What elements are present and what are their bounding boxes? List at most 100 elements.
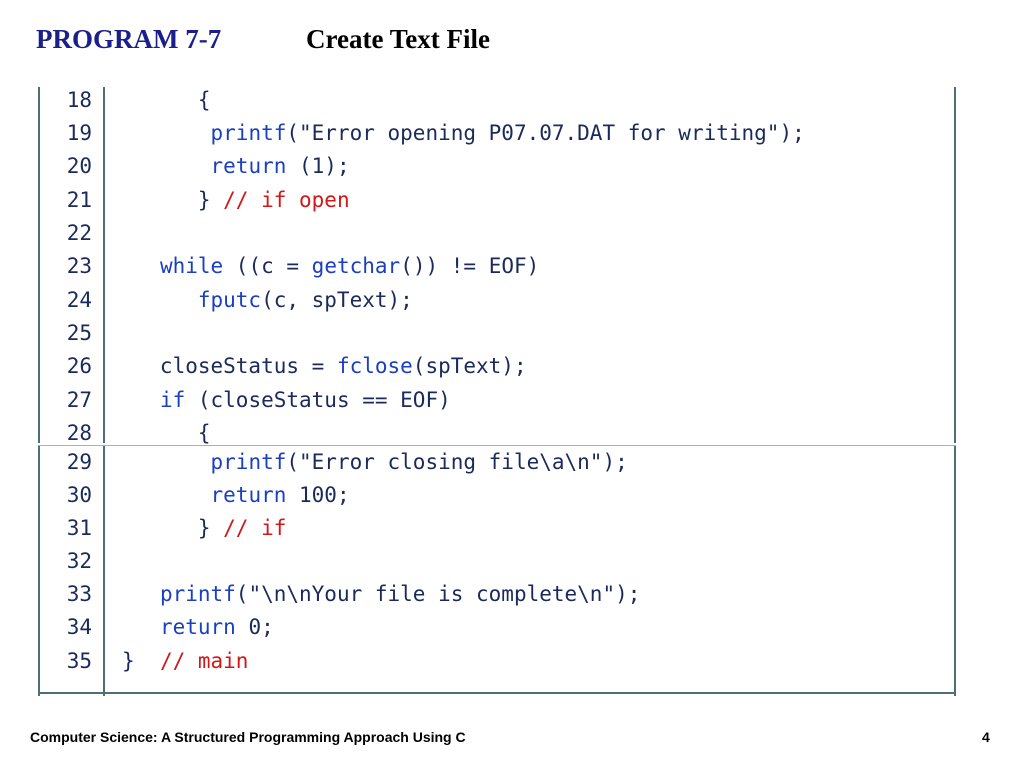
- code-token: (1);: [286, 154, 350, 178]
- line-number: 18: [66, 88, 92, 112]
- code-keyword: return: [159, 615, 236, 639]
- line-number: 25: [66, 321, 92, 345]
- code-token: {: [122, 421, 211, 445]
- code-token: [122, 483, 211, 507]
- code-keyword: fputc: [197, 288, 262, 312]
- code-keyword: return: [210, 154, 287, 178]
- gutter-divider-lower: [103, 446, 105, 696]
- line-number: 29: [66, 450, 92, 474]
- code-line: 32: [40, 545, 952, 578]
- code-line: 30 return 100;: [40, 479, 952, 512]
- line-number: 35: [66, 649, 92, 673]
- line-number: 22: [66, 221, 92, 245]
- code-token: [122, 450, 211, 474]
- code-token: [122, 388, 160, 412]
- code-token: ("\n\nYour file is complete\n");: [235, 582, 641, 606]
- code-token: (closeStatus == EOF): [185, 388, 451, 412]
- line-number: 34: [66, 615, 92, 639]
- page-number: 4: [982, 729, 990, 745]
- frame-left-upper: [38, 87, 40, 443]
- code-text: } // main: [122, 645, 248, 678]
- frame-bottom: [38, 692, 956, 694]
- code-line: 18 {: [40, 84, 952, 117]
- code-line: 23 while ((c = getchar()) != EOF): [40, 250, 952, 283]
- slide-title: PROGRAM 7-7 Create Text File: [0, 0, 1024, 80]
- line-number: 23: [66, 254, 92, 278]
- code-keyword: fclose: [336, 354, 413, 378]
- code-token: (spText);: [412, 354, 527, 378]
- code-line: 25: [40, 317, 952, 350]
- code-token: [122, 254, 160, 278]
- code-line: 33 printf("\n\nYour file is complete\n")…: [40, 578, 952, 611]
- code-text: printf("Error closing file\a\n");: [122, 446, 628, 479]
- code-keyword: printf: [159, 582, 236, 606]
- code-text: } // if open: [122, 184, 350, 217]
- code-line: 19 printf("Error opening P07.07.DAT for …: [40, 117, 952, 150]
- code-keyword: return: [210, 483, 287, 507]
- code-keyword: printf: [210, 121, 287, 145]
- code-text: return (1);: [122, 150, 350, 183]
- line-number: 20: [66, 154, 92, 178]
- line-number: 31: [66, 516, 92, 540]
- frame-left-lower: [38, 446, 40, 696]
- line-number: 28: [66, 421, 92, 445]
- program-title: Create Text File: [306, 24, 490, 54]
- program-number: PROGRAM 7-7: [36, 24, 222, 54]
- code-line: 34 return 0;: [40, 611, 952, 644]
- code-token: [122, 88, 198, 112]
- code-keyword: getchar: [311, 254, 401, 278]
- code-token: ("Error closing file\a\n");: [286, 450, 628, 474]
- code-line: 22: [40, 217, 952, 250]
- gutter-divider-upper: [103, 87, 105, 443]
- code-text: {: [122, 417, 211, 450]
- code-token: ()) != EOF): [400, 254, 540, 278]
- code-comment: // if open: [223, 188, 350, 212]
- line-number: 30: [66, 483, 92, 507]
- code-line: 28 {: [40, 417, 952, 450]
- code-text: if (closeStatus == EOF): [122, 384, 451, 417]
- code-text: } // if: [122, 512, 287, 545]
- line-number: 21: [66, 188, 92, 212]
- frame-split-line: [38, 445, 956, 446]
- code-text: return 100;: [122, 479, 350, 512]
- line-number: 19: [66, 121, 92, 145]
- line-number: 27: [66, 388, 92, 412]
- code-token: }: [122, 516, 224, 540]
- code-line: 31 } // if: [40, 512, 952, 545]
- code-text: while ((c = getchar()) != EOF): [122, 250, 539, 283]
- line-number: 32: [66, 549, 92, 573]
- code-token: ((c =: [223, 254, 312, 278]
- line-number: 33: [66, 582, 92, 606]
- code-text: {: [122, 84, 211, 117]
- code-token: [122, 615, 160, 639]
- frame-right-lower: [954, 446, 956, 696]
- code-comment: // if: [223, 516, 287, 540]
- code-token: 100;: [286, 483, 350, 507]
- code-text: printf("\n\nYour file is complete\n");: [122, 578, 640, 611]
- code-text: printf("Error opening P07.07.DAT for wri…: [122, 117, 805, 150]
- code-token: closeStatus =: [122, 354, 337, 378]
- code-line: 27 if (closeStatus == EOF): [40, 384, 952, 417]
- code-text: closeStatus = fclose(spText);: [122, 350, 527, 383]
- code-token: [122, 288, 198, 312]
- code-line: 24 fputc(c, spText);: [40, 284, 952, 317]
- frame-right-upper: [954, 87, 956, 443]
- code-line: 35 } // main: [40, 645, 952, 678]
- code-token: {: [197, 88, 211, 112]
- code-keyword: if: [159, 388, 186, 412]
- line-number: 24: [66, 288, 92, 312]
- code-token: (c, spText);: [261, 288, 413, 312]
- code-keyword: printf: [210, 450, 287, 474]
- code-token: [122, 154, 211, 178]
- code-token: [122, 582, 160, 606]
- code-line: 20 return (1);: [40, 150, 952, 183]
- code-keyword: while: [159, 254, 224, 278]
- code-line: 21 } // if open: [40, 184, 952, 217]
- code-token: }: [122, 188, 224, 212]
- code-text: fputc(c, spText);: [122, 284, 413, 317]
- code-line: 26 closeStatus = fclose(spText);: [40, 350, 952, 383]
- code-token: [122, 121, 211, 145]
- code-token: ("Error opening P07.07.DAT for writing")…: [286, 121, 805, 145]
- footer-text: Computer Science: A Structured Programmi…: [30, 729, 466, 745]
- code-token: 0;: [235, 615, 274, 639]
